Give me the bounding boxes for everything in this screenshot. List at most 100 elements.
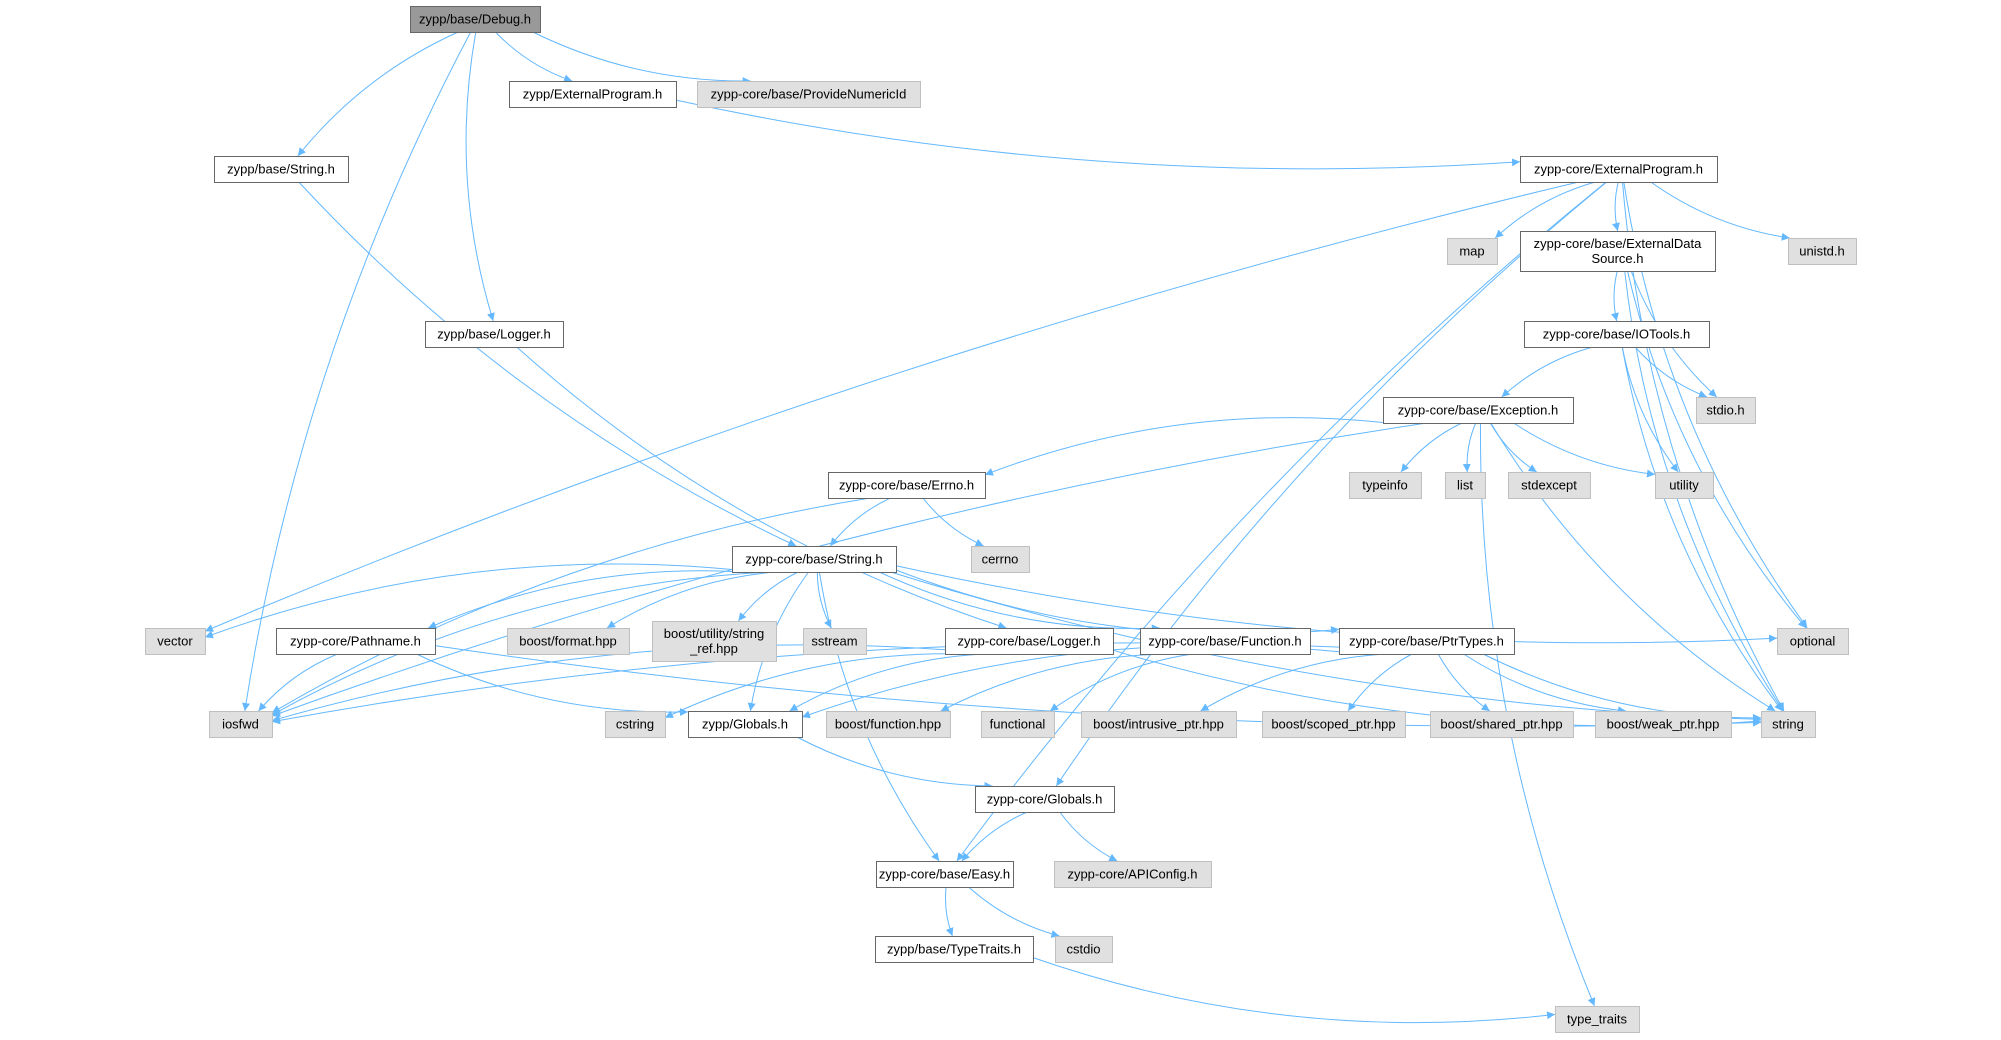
node-label: map <box>1459 244 1484 259</box>
node-box <box>1349 472 1422 499</box>
edge-errno-to-iosfwd <box>271 497 871 714</box>
node-box <box>1508 472 1591 499</box>
node-label: sstream <box>811 634 857 649</box>
node-string: string <box>1761 711 1816 738</box>
node-label: zypp-core/base/Logger.h <box>957 634 1100 649</box>
node-label: zypp-core/Globals.h <box>987 792 1103 807</box>
node-vector: vector <box>145 628 206 655</box>
node-label: zypp/base/String.h <box>227 162 335 177</box>
node-stdexcept: stdexcept <box>1508 472 1591 499</box>
node-iotools[interactable]: zypp-core/base/IOTools.h <box>1524 321 1710 348</box>
node-label: _ref.hpp <box>689 641 738 656</box>
edge-cfunction-to-bfunction <box>940 653 1173 712</box>
edge-blogger-to-clogger <box>516 346 1007 630</box>
node-box <box>1339 628 1515 655</box>
node-label: zypp-core/base/Exception.h <box>1398 403 1558 418</box>
node-ptrtypes[interactable]: zypp-core/base/PtrTypes.h <box>1339 628 1515 655</box>
nodes-layer: zypp/base/Debug.h zypp/ExternalProgram.h z… <box>145 6 1857 1033</box>
node-box <box>1262 711 1406 738</box>
node-box <box>1054 861 1212 888</box>
node-label: zypp-core/base/ProvideNumericId <box>711 87 907 102</box>
node-box <box>1520 231 1716 272</box>
node-label: iosfwd <box>222 717 259 732</box>
node-box <box>209 711 273 738</box>
node-sstream: sstream <box>803 628 867 655</box>
node-box <box>1595 711 1732 738</box>
node-errno[interactable]: zypp-core/base/Errno.h <box>828 472 986 499</box>
edge-cglobals-to-apiconfig <box>1059 811 1118 862</box>
edge-easy-to-cstdio <box>968 886 1060 938</box>
edge-exception-to-string <box>1490 422 1776 712</box>
edge-cstring_str-to-pathname <box>427 570 742 629</box>
node-provnum: zypp-core/base/ProvideNumericId <box>697 81 921 108</box>
node-unistd: unistd.h <box>1788 238 1857 265</box>
node-box <box>214 156 349 183</box>
node-box <box>876 861 1014 888</box>
node-clogger[interactable]: zypp-core/base/Logger.h <box>945 628 1114 655</box>
node-cglobals[interactable]: zypp-core/Globals.h <box>975 786 1115 813</box>
edge-ptrtypes-to-bscoped <box>1347 653 1413 712</box>
node-cstring_str[interactable]: zypp-core/base/String.h <box>732 546 897 573</box>
node-label: zypp/ExternalProgram.h <box>523 87 662 102</box>
node-cfunction[interactable]: zypp-core/base/Function.h <box>1140 628 1311 655</box>
edge-cstring_str-to-cfunction <box>878 571 1160 633</box>
node-optional: optional <box>1777 628 1849 655</box>
edge-extdata-to-iotools <box>1611 270 1619 322</box>
edge-easy-to-typetraits_h <box>944 886 954 937</box>
node-box <box>509 81 677 108</box>
node-box <box>1430 711 1574 738</box>
node-type_traits: type_traits <box>1555 1006 1640 1033</box>
node-bstring[interactable]: zypp/base/String.h <box>214 156 349 183</box>
node-bfunction: boost/function.hpp <box>826 711 951 738</box>
edge-clogger-to-cstring <box>664 653 968 719</box>
node-box <box>803 628 867 655</box>
node-label: cstring <box>616 717 654 732</box>
node-easy[interactable]: zypp-core/base/Easy.h <box>876 861 1014 888</box>
node-label: zypp-core/Pathname.h <box>290 634 421 649</box>
node-box <box>975 786 1115 813</box>
node-box <box>981 711 1055 738</box>
node-blogger[interactable]: zypp/base/Logger.h <box>425 321 564 348</box>
node-box <box>732 546 897 573</box>
node-coreext[interactable]: zypp-core/ExternalProgram.h <box>1520 156 1718 183</box>
node-label: list <box>1457 478 1473 493</box>
node-typetraits_h[interactable]: zypp/base/TypeTraits.h <box>875 936 1034 963</box>
node-box <box>410 6 541 33</box>
node-label: optional <box>1790 634 1836 649</box>
node-box <box>145 628 206 655</box>
edge-iotools-to-string <box>1621 346 1783 712</box>
node-box <box>1524 321 1710 348</box>
node-box <box>1081 711 1237 738</box>
node-zglobals[interactable]: zypp/Globals.h <box>688 711 803 738</box>
node-label: string <box>1772 717 1804 732</box>
edge-debug-to-iosfwd <box>242 31 472 712</box>
node-cstdio: cstdio <box>1055 936 1113 963</box>
node-box <box>1055 936 1113 963</box>
node-label: zypp-core/base/Errno.h <box>839 478 974 493</box>
node-label: boost/scoped_ptr.hpp <box>1271 717 1395 732</box>
node-cerrno: cerrno <box>971 546 1030 573</box>
node-debug[interactable]: zypp/base/Debug.h <box>410 6 541 33</box>
node-box <box>507 628 630 655</box>
node-box <box>688 711 803 738</box>
node-bweak: boost/weak_ptr.hpp <box>1595 711 1732 738</box>
node-box <box>971 546 1030 573</box>
edge-errno-to-cerrno <box>922 497 984 547</box>
node-label: type_traits <box>1567 1012 1627 1027</box>
edge-coreext-to-extdata <box>1612 181 1620 232</box>
edge-debug-to-blogger <box>465 31 495 322</box>
node-box <box>945 628 1114 655</box>
node-extprog[interactable]: zypp/ExternalProgram.h <box>509 81 677 108</box>
node-box <box>1445 472 1486 499</box>
edge-clogger-to-iosfwd <box>271 644 946 723</box>
node-label: boost/format.hpp <box>519 634 617 649</box>
node-box <box>1696 397 1756 424</box>
node-pathname[interactable]: zypp-core/Pathname.h <box>276 628 436 655</box>
node-bintrusive: boost/intrusive_ptr.hpp <box>1081 711 1237 738</box>
node-exception[interactable]: zypp-core/base/Exception.h <box>1383 397 1574 424</box>
edge-cfunction-to-functional <box>1049 653 1193 712</box>
node-box <box>1777 628 1849 655</box>
node-box <box>1555 1006 1640 1033</box>
